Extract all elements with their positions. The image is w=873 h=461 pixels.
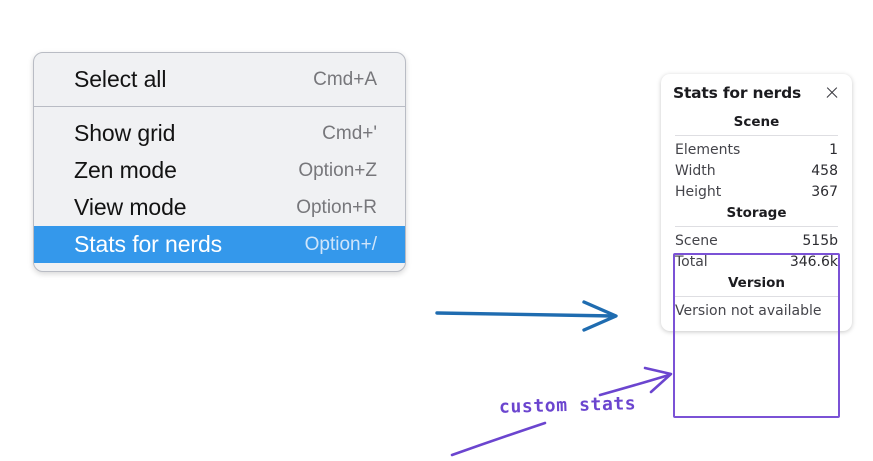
menu-item-label: Zen mode <box>74 157 177 183</box>
stat-value: 367 <box>811 183 838 200</box>
stat-key: Width <box>675 162 716 179</box>
menu-divider <box>34 106 405 107</box>
menu-item-shortcut: Option+/ <box>304 233 377 255</box>
version-not-available-text: Version not available <box>675 303 822 319</box>
menu-item-label: Select all <box>74 66 167 92</box>
blue-arrow <box>435 300 618 332</box>
stat-value: 458 <box>811 162 838 179</box>
close-icon[interactable] <box>824 85 840 101</box>
menu-item-label: View mode <box>74 194 187 220</box>
stat-row: Scene 515b <box>673 230 840 251</box>
section-heading-storage: Storage <box>726 205 787 221</box>
custom-stats-annotation-label: custom stats <box>498 393 637 418</box>
stat-row: Total 346.6k <box>673 251 840 272</box>
menu-item-stats-for-nerds[interactable]: Stats for nerds Option+/ <box>34 226 405 263</box>
stat-key: Total <box>675 253 708 270</box>
stats-panel-title: Stats for nerds <box>673 84 802 102</box>
section-rule <box>675 135 838 136</box>
stat-row: Width 458 <box>673 160 840 181</box>
stat-row: Height 367 <box>673 181 840 202</box>
stat-key: Scene <box>675 232 718 249</box>
menu-item-shortcut: Cmd+' <box>322 122 377 144</box>
menu-item-zen-mode[interactable]: Zen mode Option+Z <box>34 152 405 189</box>
menu-item-shortcut: Option+R <box>296 196 377 218</box>
menu-item-shortcut: Option+Z <box>298 159 377 181</box>
section-heading-scene: Scene <box>733 114 780 130</box>
stat-key: Elements <box>675 141 741 158</box>
menu-item-show-grid[interactable]: Show grid Cmd+' <box>34 115 405 152</box>
menu-item-select-all[interactable]: Select all Cmd+A <box>34 61 405 98</box>
stat-row: Elements 1 <box>673 139 840 160</box>
section-heading-version: Version <box>727 275 786 291</box>
menu-item-view-mode[interactable]: View mode Option+R <box>34 189 405 226</box>
canvas-context-menu[interactable]: Select all Cmd+A Show grid Cmd+' Zen mod… <box>33 52 406 272</box>
menu-item-label: Show grid <box>74 120 176 146</box>
menu-section-2: Show grid Cmd+' Zen mode Option+Z View m… <box>34 107 405 271</box>
purple-arrow <box>598 366 673 397</box>
section-rule <box>675 226 838 227</box>
menu-section-1: Select all Cmd+A <box>34 53 405 106</box>
stats-for-nerds-panel: Stats for nerds Scene Elements 1 Width 4… <box>661 74 852 331</box>
purple-underline-stroke <box>450 421 547 457</box>
stat-value: 346.6k <box>789 253 838 270</box>
stat-value: 515b <box>802 232 838 249</box>
section-rule <box>675 296 838 297</box>
menu-item-shortcut: Cmd+A <box>313 68 377 90</box>
menu-item-label: Stats for nerds <box>74 231 223 257</box>
stats-panel-header: Stats for nerds <box>673 84 840 102</box>
stat-key: Height <box>675 183 722 200</box>
stat-value: 1 <box>829 141 838 158</box>
